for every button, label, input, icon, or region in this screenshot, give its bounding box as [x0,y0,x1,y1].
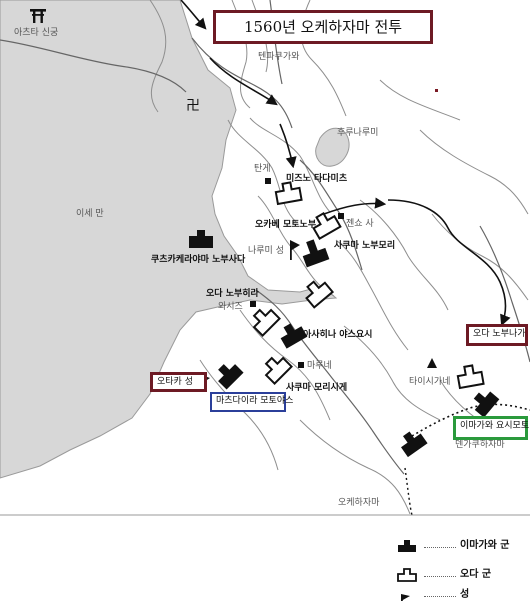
legend-castle: 성 [460,589,470,600]
place-washizu: 와시즈 [218,302,243,312]
oda-route-dotted [404,467,413,516]
oda-march-arrows [180,0,511,327]
matsudaira-box: 마츠다이라 모토야스 [210,392,293,412]
place-zenshoji: 젠쇼 사 [346,219,374,229]
commander-sakuma-moriyasu: 사쿠마 모리시게 [286,383,348,393]
legend-leader-imagawa [424,547,456,548]
taishigane-hill-icon [427,358,437,368]
legend-leader-castle [424,596,456,597]
commander-oda-nobuhira: 오다 노부히라 [206,289,259,299]
place-dengaku: 덴가쿠하자마 [455,440,505,450]
commander-asahina: 아사히나 야스요시 [303,330,373,340]
place-narumi: 나루미 성 [248,246,284,256]
place-tange: 탄게 [254,164,271,174]
place-marune: 마루네 [307,361,332,371]
commander-kutsukake: 쿠츠카케라야마 노부사다 [151,256,245,265]
fort-markers [250,178,344,368]
shrine-gate-icon [30,9,46,23]
place-taishigane: 타이시가네 [409,377,451,387]
red-dot-marker [435,89,438,92]
oda-nobunaga-box: 오다 노부나가 [466,324,528,346]
legend-oda: 오다 군 [460,569,492,580]
place-tenpakuga: 텐파쿠가와 [258,52,300,62]
map-title: 1560년 오케하자마 전투 [213,10,433,44]
imagawa-route [411,403,530,437]
commander-kutsukake-rest: 라야마 노부사다 [184,255,246,265]
legend-symbols [397,540,417,601]
place-furunarumi: 후루나루미 [337,128,379,138]
commander-okabe: 오카베 모토노부 [255,220,317,230]
commander-mizuno: 미즈노 타다미츠 [286,174,348,184]
place-ise-bay: 이세 만 [76,209,104,219]
temple-icon: 卍 [186,98,200,114]
legend-imagawa: 이마가와 군 [460,540,510,551]
place-okehazama: 오케하자마 [338,498,380,508]
odaka-castle-box: 오타카 성 [150,372,207,392]
place-atsuta-shrine: 아츠타 신궁 [14,28,59,38]
roads [0,0,530,475]
imagawa-yoshimoto-box: 이마가와 요시모토 [453,416,529,440]
imagawa-army-markers [189,230,500,458]
pond [315,127,350,167]
commander-kutsukake-first: 쿠츠카케 [151,255,185,265]
legend-leader-oda [424,576,456,577]
oda-army-markers [252,181,485,390]
commander-sakuma-nobumori: 사쿠마 노부모리 [334,241,396,251]
